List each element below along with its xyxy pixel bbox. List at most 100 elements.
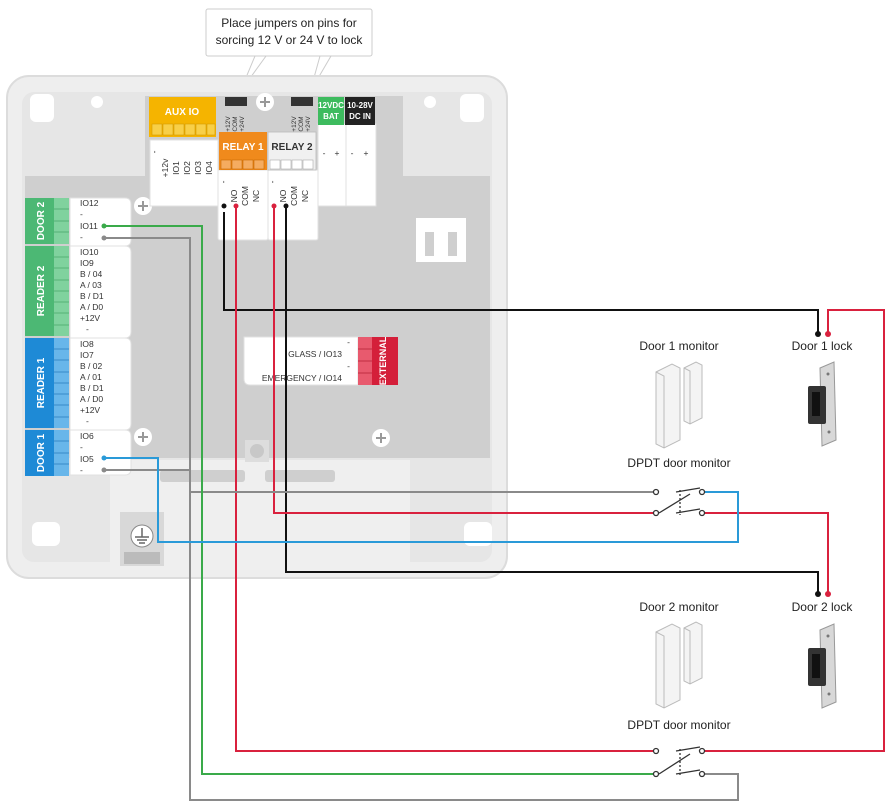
door-monitor-icon [655,621,703,709]
svg-text:10-28V: 10-28V [347,101,373,110]
wire-io5-to-dpdt1 [104,457,739,543]
svg-text:IO2: IO2 [182,161,192,175]
door-lock-icon [808,361,837,447]
reader-1-pin-labels: IO8 IO7 B / 02 A / 01 B / D1 A / D0 +12V… [80,339,104,426]
svg-text:-: - [80,209,83,219]
dc-in-connector[interactable]: 10-28V DC IN - + [345,97,375,158]
screw-icon [372,429,390,447]
svg-text:+24V: +24V [305,116,312,132]
svg-text:+: + [335,148,340,158]
door-2-lock-label: Door 2 lock [792,600,854,614]
switch-icon [652,746,706,778]
wire-door1-lock-to-dpdt2 [702,309,885,752]
svg-text:+12V: +12V [291,116,298,132]
wire-relay2-to-door2-lock [285,206,819,594]
wire-dpdt1-to-door2-lock [702,512,829,594]
svg-text:-: - [218,180,228,183]
relay-1-label: RELAY 1 [222,142,264,153]
wire-door1-gnd-to-dpdt2 [104,469,739,801]
reader-2-connector[interactable]: READER 2 [25,246,69,336]
svg-text:COM: COM [232,116,239,131]
relay-1-connector[interactable]: RELAY 1 - NO COM NC [218,132,267,206]
door-1-label: DOOR 1 [36,433,47,472]
mount-hole [32,522,60,546]
door-1-connector[interactable]: DOOR 1 [25,430,69,476]
svg-text:A / D0: A / D0 [80,394,103,404]
screw-icon [256,93,274,111]
svg-text:IO6: IO6 [80,431,94,441]
svg-text:-: - [86,324,89,334]
ground-icon [120,512,164,566]
door-2-pin-labels: IO12 - IO11 - [80,198,99,242]
door-lock-icon [808,623,837,709]
svg-text:-: - [347,361,350,371]
mount-hole [460,94,484,122]
svg-text:-: - [80,465,83,475]
mount-hole [30,94,54,122]
svg-text:A / D0: A / D0 [80,302,103,312]
svg-text:EMERGENCY / IO14: EMERGENCY / IO14 [262,373,342,383]
svg-text:-: - [323,148,326,158]
reader-2-label: READER 2 [36,265,47,316]
svg-text:A / 03: A / 03 [80,280,102,290]
callout: Place jumpers on pins for sorcing 12 V o… [205,8,373,93]
svg-text:+12V: +12V [80,313,100,323]
switch-icon [652,487,706,517]
external-connector[interactable]: EXTERNAL - GLASS / IO13 - EMERGENCY / IO… [262,336,398,385]
svg-text:DC IN: DC IN [349,112,371,121]
svg-text:-: - [149,150,159,153]
wire-io11-to-dpdt2 [104,225,656,775]
dpdt-2-label: DPDT door monitor [627,718,730,732]
svg-text:BAT: BAT [323,112,339,121]
svg-text:-: - [347,337,350,347]
svg-text:IO10: IO10 [80,247,99,257]
svg-text:GLASS / IO13: GLASS / IO13 [288,349,342,359]
jumper-icon[interactable]: +12V COM +24V [291,97,313,132]
wire-relay1-to-dpdt2 [235,206,658,752]
reader-1-connector[interactable]: READER 1 [25,338,69,428]
svg-text:COM: COM [289,186,299,206]
svg-text:IO1: IO1 [171,161,181,175]
door-1-lock-label: Door 1 lock [792,339,854,353]
mount-hole [464,522,492,546]
door-2-connector[interactable]: DOOR 2 [25,198,69,244]
svg-text:B / 02: B / 02 [80,361,102,371]
svg-text:-: - [267,180,277,183]
reader-1-label: READER 1 [36,357,47,408]
wire-door2-gnd-to-dpdt1 [104,237,656,493]
svg-text:NO: NO [278,189,288,202]
aux-io-connector[interactable]: AUX IO - +12v IO1 IO2 IO3 IO4 [149,97,216,177]
svg-text:B / D1: B / D1 [80,291,104,301]
svg-text:IO9: IO9 [80,258,94,268]
door-2-monitor-label: Door 2 monitor [639,600,718,614]
wire-relay2-to-dpdt1 [273,206,656,514]
battery-connector[interactable]: 12VDC BAT - + [318,97,344,158]
aux-io-label: AUX IO [165,107,200,118]
door-1-pin-labels: IO6 - IO5 - [80,431,94,475]
svg-text:+12V: +12V [225,116,232,132]
svg-text:+24V: +24V [239,116,246,132]
svg-text:IO11: IO11 [80,221,98,231]
door-1-monitor-label: Door 1 monitor [639,339,718,353]
svg-text:+12v: +12v [160,158,170,177]
svg-text:-: - [80,232,83,242]
wire-dots [101,203,831,597]
jumper-icon[interactable]: +12V COM +24V [225,97,247,132]
svg-text:IO7: IO7 [80,350,94,360]
svg-text:-: - [80,442,83,452]
relay-2-connector[interactable]: RELAY 2 - NO COM NC [267,131,317,206]
svg-text:-: - [86,416,89,426]
relay-2-label: RELAY 2 [271,142,313,153]
callout-line-2: sorcing 12 V or 24 V to lock [216,33,364,47]
svg-text:+: + [364,148,369,158]
dpdt-1-label: DPDT door monitor [627,456,730,470]
svg-text:-: - [351,148,354,158]
svg-text:B / 04: B / 04 [80,269,102,279]
svg-text:NC: NC [300,190,310,202]
svg-text:COM: COM [240,186,250,206]
svg-text:NC: NC [251,190,261,202]
svg-text:A / 01: A / 01 [80,372,102,382]
svg-text:NO: NO [229,189,239,202]
screw-icon [134,428,152,446]
